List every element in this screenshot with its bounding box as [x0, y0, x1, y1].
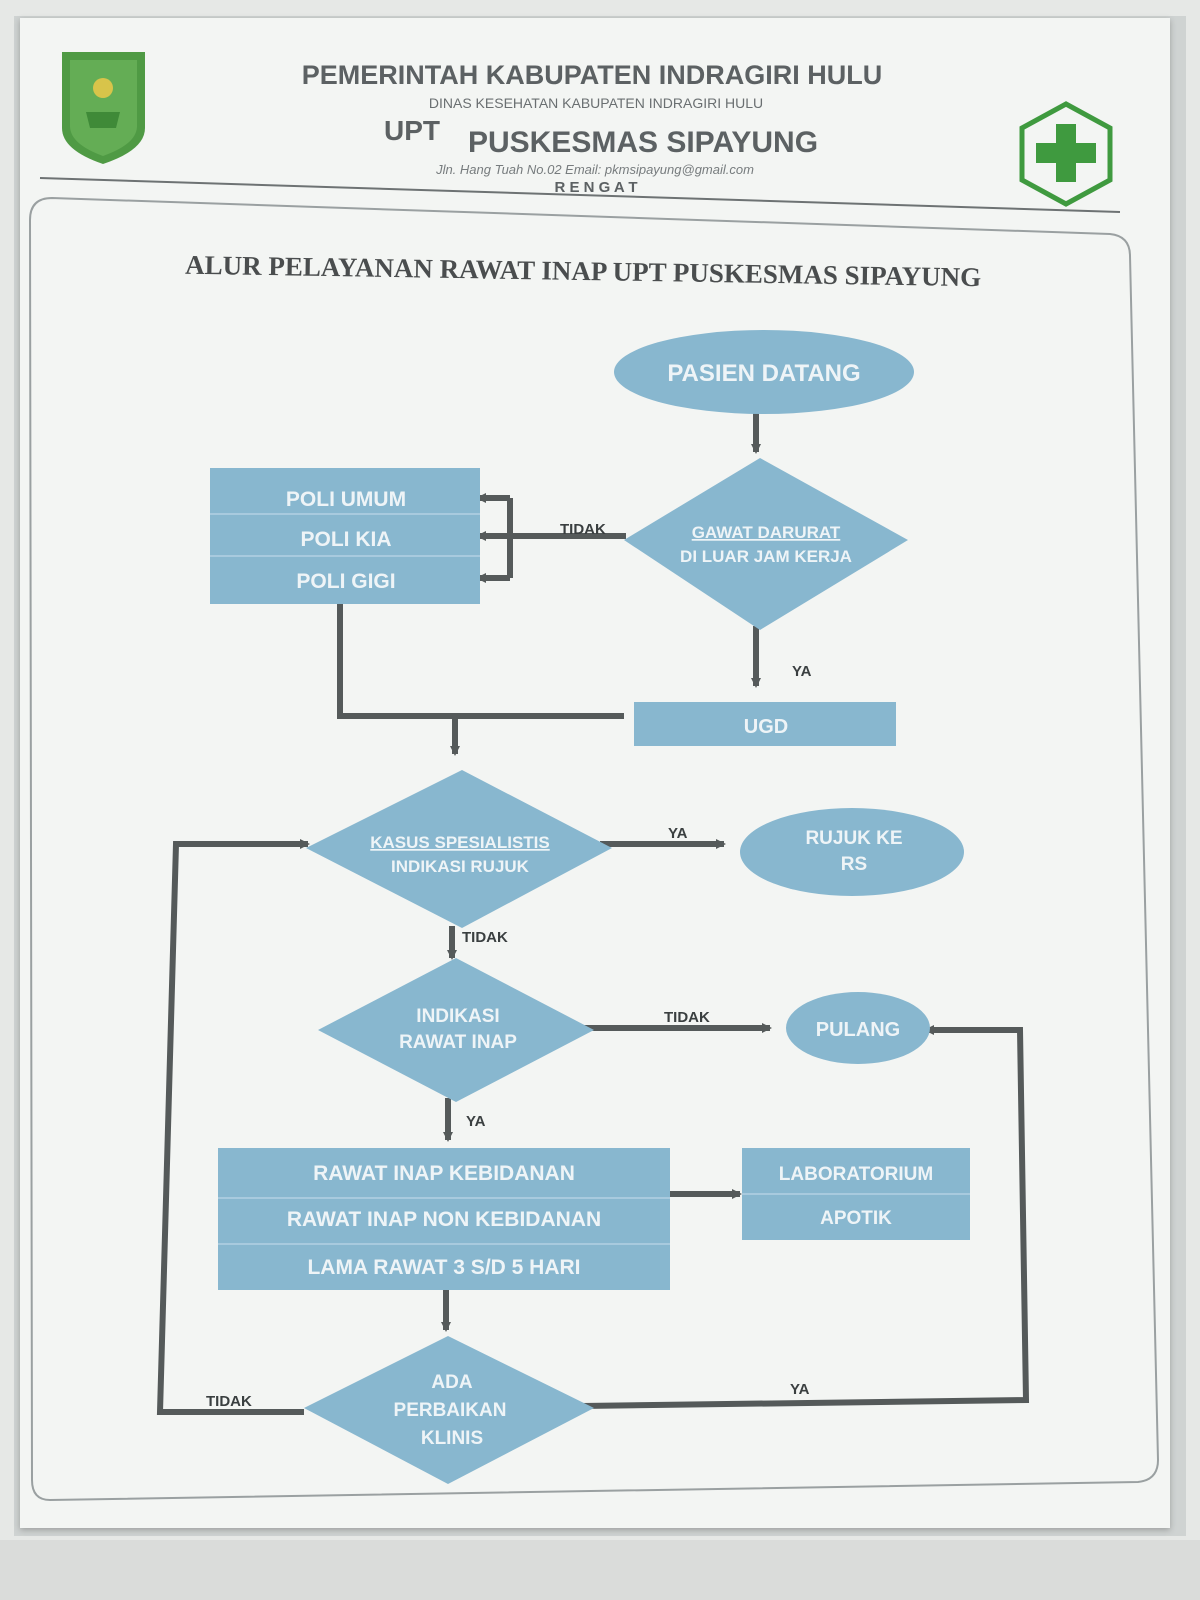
start-label: PASIEN DATANG	[667, 360, 860, 387]
decision-inpatient	[318, 958, 594, 1102]
home-terminal	[786, 992, 930, 1064]
shapes	[210, 330, 970, 1484]
header-line-2: DINAS KESEHATAN KABUPATEN INDRAGIRI HULU	[429, 95, 763, 111]
label-specialist-ya: YA	[668, 825, 688, 842]
clinic-poli-kia: POLI KIA	[300, 528, 391, 551]
care-line-2: RAWAT INAP NON KEBIDANAN	[287, 1208, 601, 1231]
clinic-poli-umum: POLI UMUM	[286, 488, 406, 511]
support-line-2: APOTIK	[820, 1208, 892, 1229]
improve-line-1: ADA	[431, 1372, 472, 1393]
inpatient-care-box	[218, 1148, 670, 1290]
clinic-poli-gigi: POLI GIGI	[296, 570, 395, 593]
improve-line-2: PERBAIKAN	[394, 1400, 507, 1421]
specialist-label-line-1: KASUS SPESIALISTIS	[370, 833, 549, 852]
header-line-1: PEMERINTAH KABUPATEN INDRAGIRI HULU	[302, 60, 883, 90]
home-label: PULANG	[816, 1019, 900, 1041]
decision-emergency	[624, 458, 908, 630]
start-terminal	[614, 330, 914, 414]
header: PEMERINTAH KABUPATEN INDRAGIRI HULU DINA…	[39, 52, 1121, 213]
arrow-improve-yes-to-home	[581, 1025, 1030, 1409]
emergency-label-line-2: DI LUAR JAM KERJA	[680, 547, 852, 566]
care-line-3: LAMA RAWAT 3 S/D 5 HARI	[307, 1256, 580, 1279]
support-line-1: LABORATORIUM	[779, 1164, 933, 1185]
decision-improve	[304, 1336, 594, 1484]
regency-emblem-icon	[62, 52, 145, 164]
refer-terminal	[740, 808, 964, 896]
specialist-label-line-2: INDIKASI RUJUK	[391, 857, 530, 876]
decision-specialist	[306, 770, 612, 928]
care-line-1: RAWAT INAP KEBIDANAN	[313, 1162, 575, 1185]
page-title: ALUR PELAYANAN RAWAT INAP UPT PUSKESMAS …	[185, 250, 982, 293]
wall-bottom	[0, 1540, 1200, 1600]
header-line-4: Jln. Hang Tuah No.02 Email: pkmsipayung@…	[435, 162, 754, 177]
ugd-box	[634, 702, 896, 746]
label-emergency-tidak: TIDAK	[560, 521, 606, 538]
label-improve-tidak: TIDAK	[206, 1393, 252, 1410]
label-improve-ya: YA	[790, 1381, 810, 1398]
header-line-3-prefix: UPT	[384, 115, 440, 146]
label-specialist-tidak: TIDAK	[462, 929, 508, 946]
inpatient-label-line-1: INDIKASI	[416, 1006, 499, 1027]
header-line-3-name: PUSKESMAS SIPAYUNG	[468, 126, 818, 159]
inpatient-label-line-2: RAWAT INAP	[399, 1032, 517, 1053]
label-emergency-ya: YA	[792, 663, 812, 680]
header-line-5: R E N G A T	[554, 179, 637, 196]
label-inpatient-tidak: TIDAK	[664, 1009, 710, 1026]
puskesmas-cross-icon	[1019, 101, 1113, 207]
refer-label-line-2: RS	[841, 854, 867, 875]
content-frame	[28, 196, 1160, 1502]
improve-line-3: KLINIS	[421, 1428, 483, 1449]
refer-label-line-1: RUJUK KE	[805, 828, 902, 849]
emergency-label-line-1: GAWAT DARURAT	[692, 523, 841, 542]
clinics-box	[210, 468, 480, 604]
label-inpatient-ya: YA	[466, 1113, 486, 1130]
ugd-label: UGD	[744, 716, 788, 738]
header-divider	[39, 177, 1121, 213]
arrow-improve-no-loop-back	[156, 839, 310, 1415]
line-clinics-to-merge	[337, 592, 624, 719]
